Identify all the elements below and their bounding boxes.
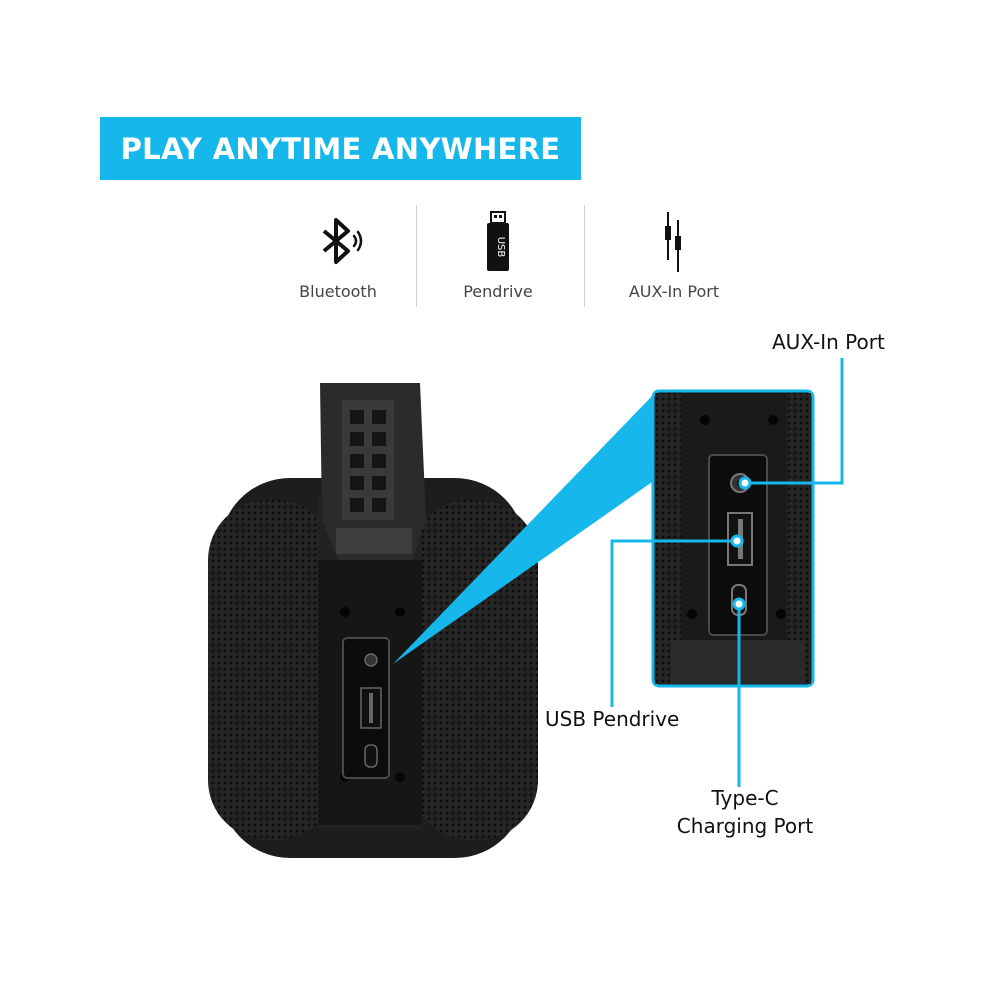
feature-label: AUX-In Port (628, 282, 720, 301)
headline-text: PLAY ANYTIME ANYWHERE (120, 131, 561, 166)
typec-callout-line2: Charging Port (676, 814, 814, 838)
usb-icon-text: USB (495, 237, 506, 258)
feature-label: Pendrive (463, 282, 533, 301)
aux-callout-line (745, 358, 844, 485)
usb-drive-icon: USB (423, 210, 573, 274)
speaker-strap (320, 383, 426, 560)
usb-callout-dot (730, 534, 744, 548)
aux-callout-label: AUX-In Port (772, 330, 885, 354)
feature-divider (416, 205, 417, 307)
typec-callout-label: Type-C Charging Port (675, 784, 815, 840)
feature-pendrive: USB Pendrive (423, 210, 573, 301)
typec-callout-line1: Type-C (711, 786, 779, 810)
callout-lines (610, 358, 844, 787)
aux-cable-icon (599, 210, 749, 274)
bluetooth-icon (263, 210, 413, 274)
feature-divider (584, 205, 585, 307)
aux-callout-dot (738, 476, 752, 490)
speaker-port-panel (340, 607, 405, 782)
headline-banner: PLAY ANYTIME ANYWHERE (100, 117, 581, 180)
feature-label: Bluetooth (299, 282, 377, 301)
usb-callout-line (610, 539, 737, 707)
typec-callout-dot (732, 597, 746, 611)
usb-callout-label: USB Pendrive (545, 707, 680, 731)
feature-bluetooth: Bluetooth (263, 210, 413, 301)
feature-aux: AUX-In Port (599, 210, 749, 301)
zoom-beam (393, 393, 655, 664)
